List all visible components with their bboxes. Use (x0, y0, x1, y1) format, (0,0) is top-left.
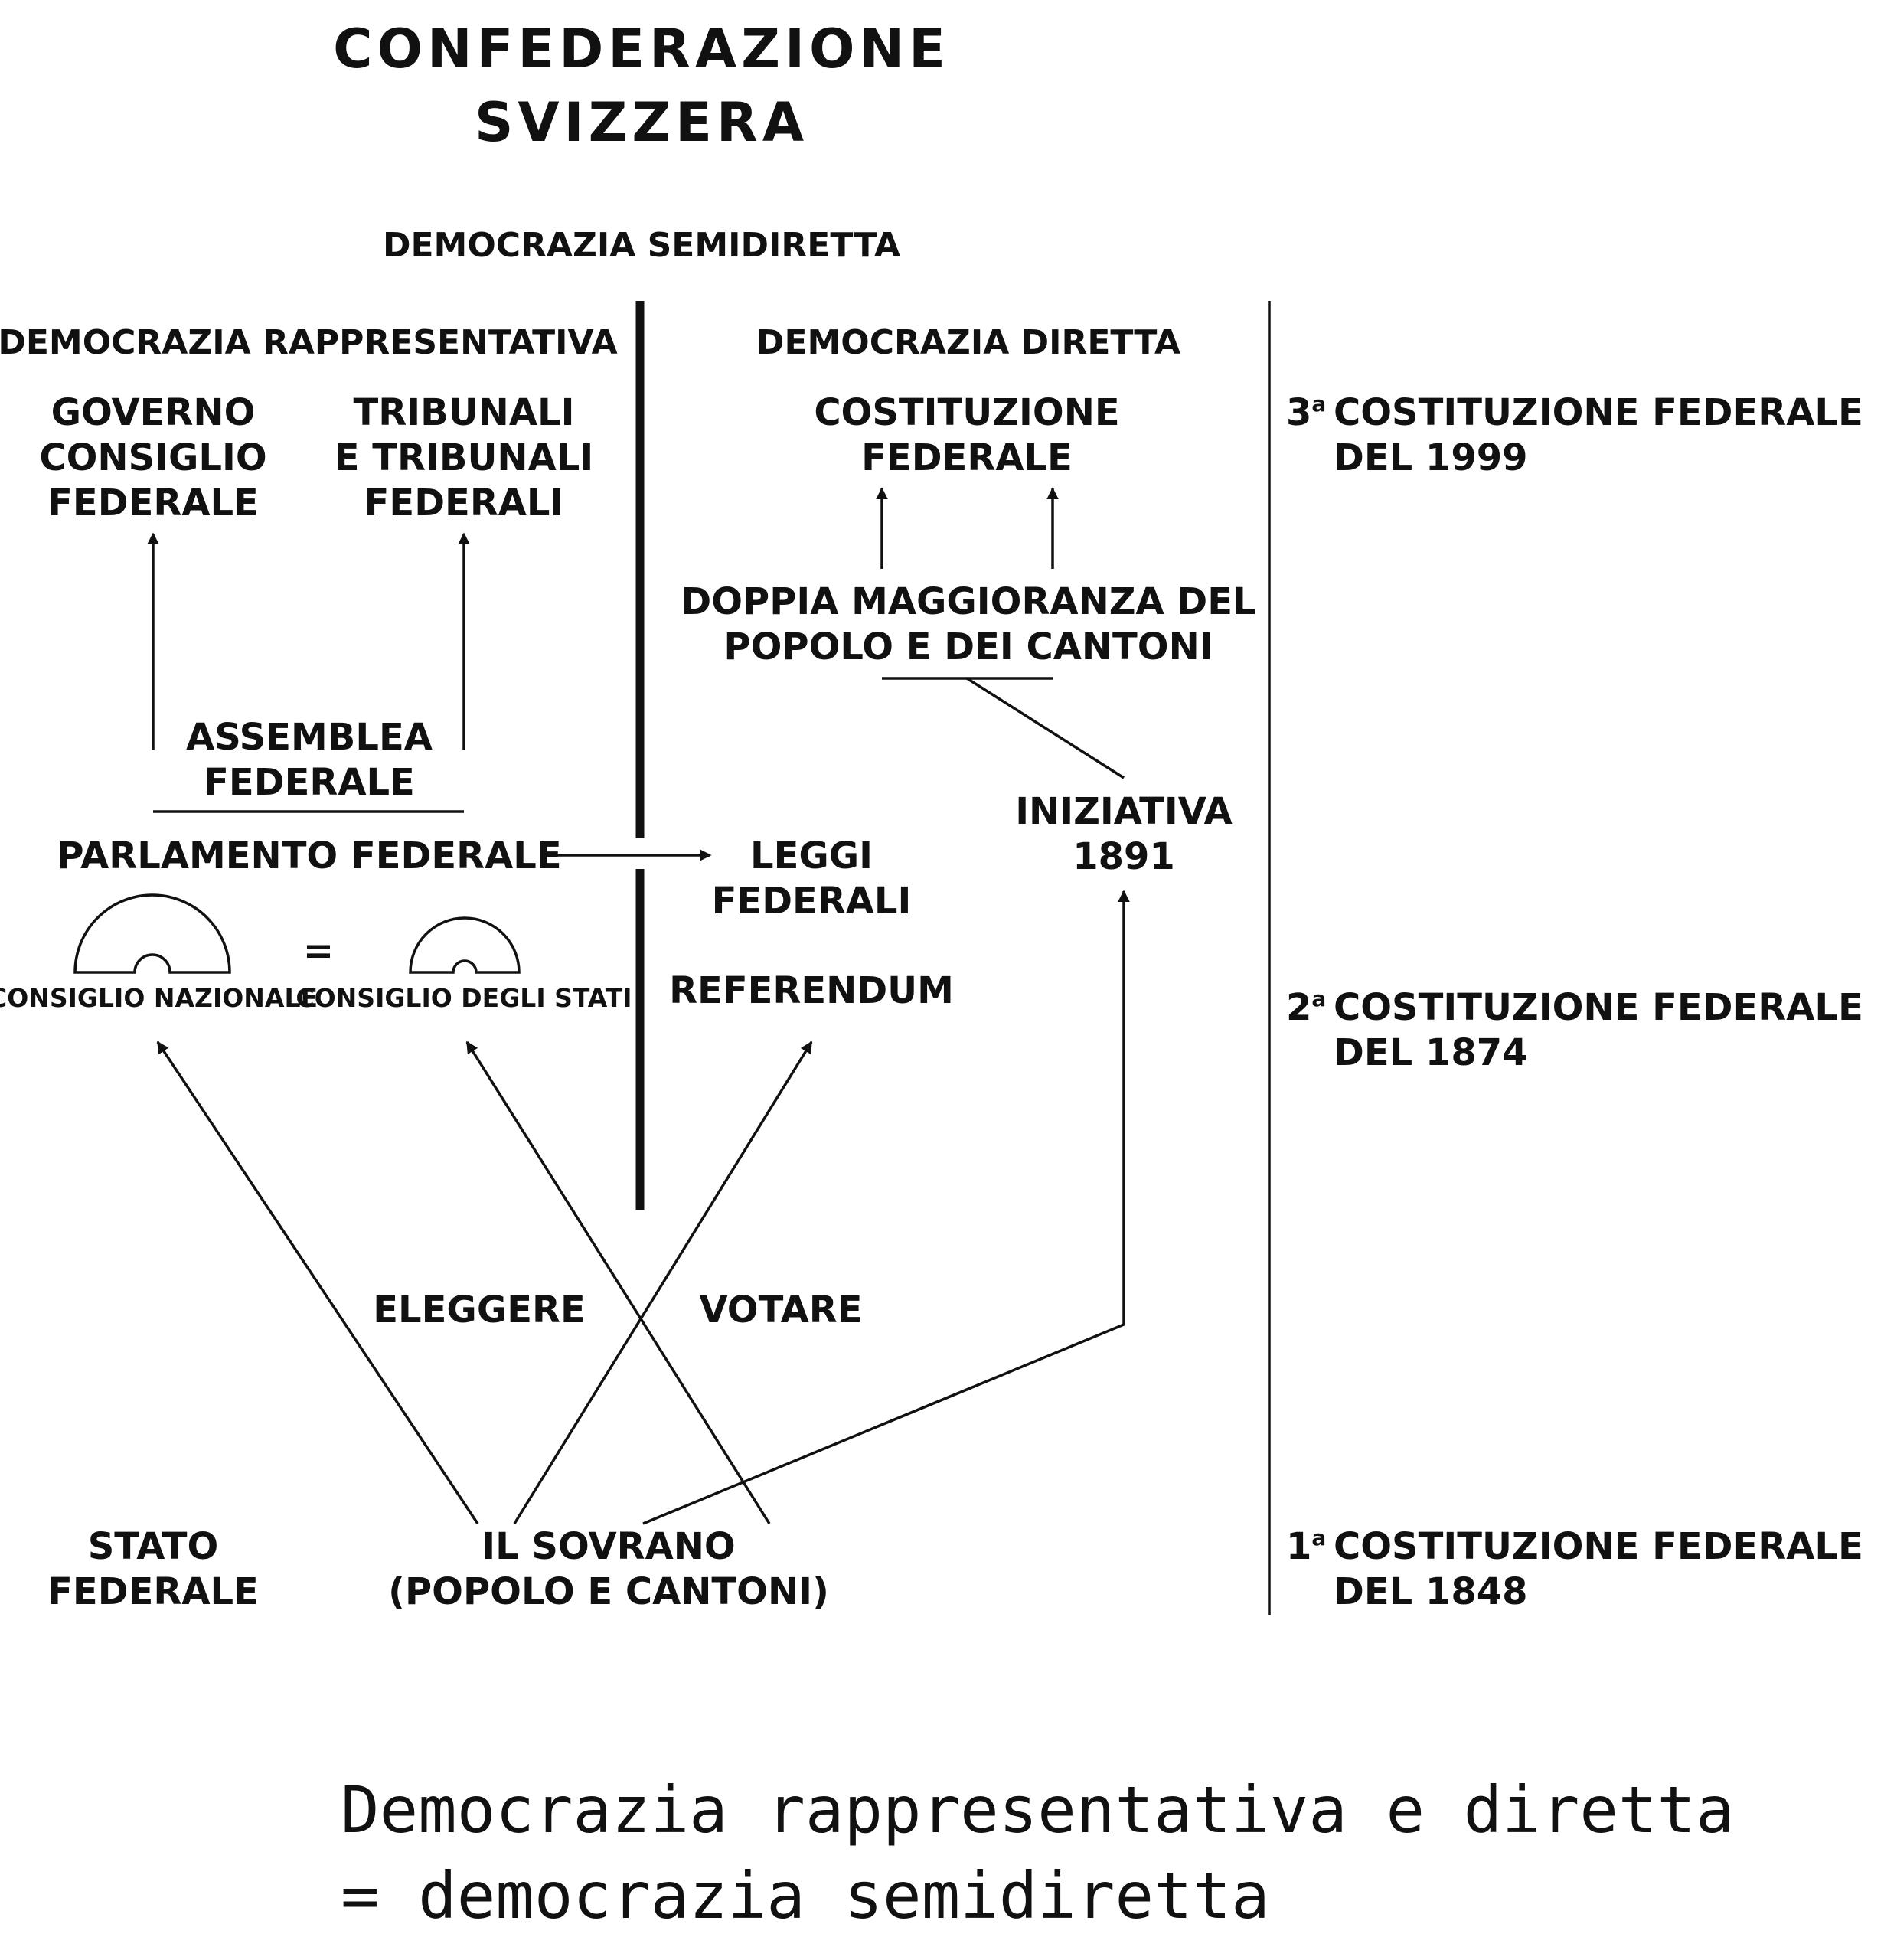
stato-line-1: STATO (88, 1525, 219, 1568)
node-parlamento: PARLAMENTO FEDERALE (57, 835, 561, 877)
tribunali-line-1: TRIBUNALI (354, 391, 575, 434)
node-sovrano: IL SOVRANO (POPOLO E CANTONI) (388, 1525, 829, 1613)
caption-line-1: Democrazia rappresentativa e diretta (341, 1772, 1735, 1847)
node-assemblea: ASSEMBLEA FEDERALE (186, 716, 433, 804)
heading-diretta: DEMOCRAZIA DIRETTA (756, 323, 1180, 362)
node-leggi: LEGGI FEDERALI (712, 835, 912, 923)
iniziativa-line-1: INIZIATIVA (1015, 790, 1233, 833)
timeline-line-1: COSTITUZIONE FEDERALE (1334, 1525, 1863, 1568)
timeline-entry-1999: 3a COSTITUZIONE FEDERALE DEL 1999 (1286, 391, 1863, 479)
timeline-entry-1848: 1a COSTITUZIONE FEDERALE DEL 1848 (1286, 1525, 1863, 1613)
timeline-ordinal: 2a (1286, 986, 1326, 1029)
consiglio-stati-icon (409, 916, 521, 974)
timeline-line-1: COSTITUZIONE FEDERALE (1334, 986, 1863, 1029)
node-referendum: REFERENDUM (669, 969, 954, 1012)
consiglio-nazionale-label: CONSIGLIO NAZIONALE (0, 983, 318, 1013)
node-stato: STATO FEDERALE (47, 1525, 259, 1613)
iniziativa-to-doppia-line (966, 677, 1125, 779)
arrow-sovrano-to-referendum (513, 1040, 813, 1524)
timeline-entry-1874: 2a COSTITUZIONE FEDERALE DEL 1874 (1286, 986, 1863, 1074)
sovrano-line-1: IL SOVRANO (482, 1525, 735, 1568)
iniziativa-line-2: 1891 (1073, 835, 1175, 878)
governo-line-3: FEDERALE (47, 482, 259, 524)
title-line-1: CONFEDERAZIONE (333, 18, 950, 80)
label-votare: VOTARE (699, 1289, 862, 1331)
label-eleggere: ELEGGERE (373, 1289, 586, 1331)
node-costituzione: COSTITUZIONE FEDERALE (814, 391, 1119, 479)
costituzione-line-1: COSTITUZIONE (814, 391, 1119, 434)
caption-line-2: = democrazia semidiretta (341, 1858, 1270, 1933)
heading-rappresentativa: DEMOCRAZIA RAPPRESENTATIVA (0, 323, 618, 362)
timeline-line-2: DEL 1848 (1334, 1570, 1528, 1613)
chambers-equals: = (303, 929, 334, 972)
timeline-ordinal: 1a (1286, 1525, 1326, 1568)
assemblea-line-1: ASSEMBLEA (186, 716, 433, 759)
consiglio-nazionale-icon (73, 893, 231, 974)
assemblea-line-2: FEDERALE (204, 761, 415, 804)
heading-semidiretta: DEMOCRAZIA SEMIDIRETTA (383, 226, 900, 265)
title-line-2: SVIZZERA (475, 91, 808, 154)
node-governo: GOVERNO CONSIGLIO FEDERALE (39, 391, 266, 524)
arrow-sovrano-to-consiglio-stati (465, 1040, 771, 1524)
caption: Democrazia rappresentativa e diretta = d… (341, 1772, 1735, 1933)
tribunali-line-3: FEDERALI (364, 482, 564, 524)
governo-line-2: CONSIGLIO (39, 436, 266, 479)
node-doppia-maggioranza: DOPPIA MAGGIORANZA DEL POPOLO E DEI CANT… (681, 580, 1255, 668)
timeline-ordinal: 3a (1286, 391, 1326, 434)
sovrano-line-2: (POPOLO E CANTONI) (388, 1570, 829, 1613)
leggi-line-1: LEGGI (750, 835, 873, 877)
stato-line-2: FEDERALE (47, 1570, 259, 1613)
consiglio-stati-label: CONSIGLIO DEGLI STATI (295, 983, 632, 1013)
tribunali-line-2: E TRIBUNALI (335, 436, 593, 479)
arrow-sovrano-to-consiglio-nazionale (156, 1040, 479, 1524)
doppia-line-1: DOPPIA MAGGIORANZA DEL (681, 580, 1255, 623)
doppia-line-2: POPOLO E DEI CANTONI (723, 626, 1213, 668)
leggi-line-2: FEDERALI (712, 880, 912, 923)
timeline-line-2: DEL 1999 (1334, 436, 1528, 479)
page-title: CONFEDERAZIONE SVIZZERA (333, 18, 950, 154)
node-tribunali: TRIBUNALI E TRIBUNALI FEDERALI (335, 391, 593, 524)
timeline-line-2: DEL 1874 (1334, 1031, 1528, 1074)
arrow-sovrano-to-iniziativa (642, 890, 1130, 1525)
costituzione-line-2: FEDERALE (861, 436, 1073, 479)
governo-line-1: GOVERNO (51, 391, 256, 434)
timeline-line-1: COSTITUZIONE FEDERALE (1334, 391, 1863, 434)
node-iniziativa: INIZIATIVA 1891 (1015, 790, 1233, 878)
